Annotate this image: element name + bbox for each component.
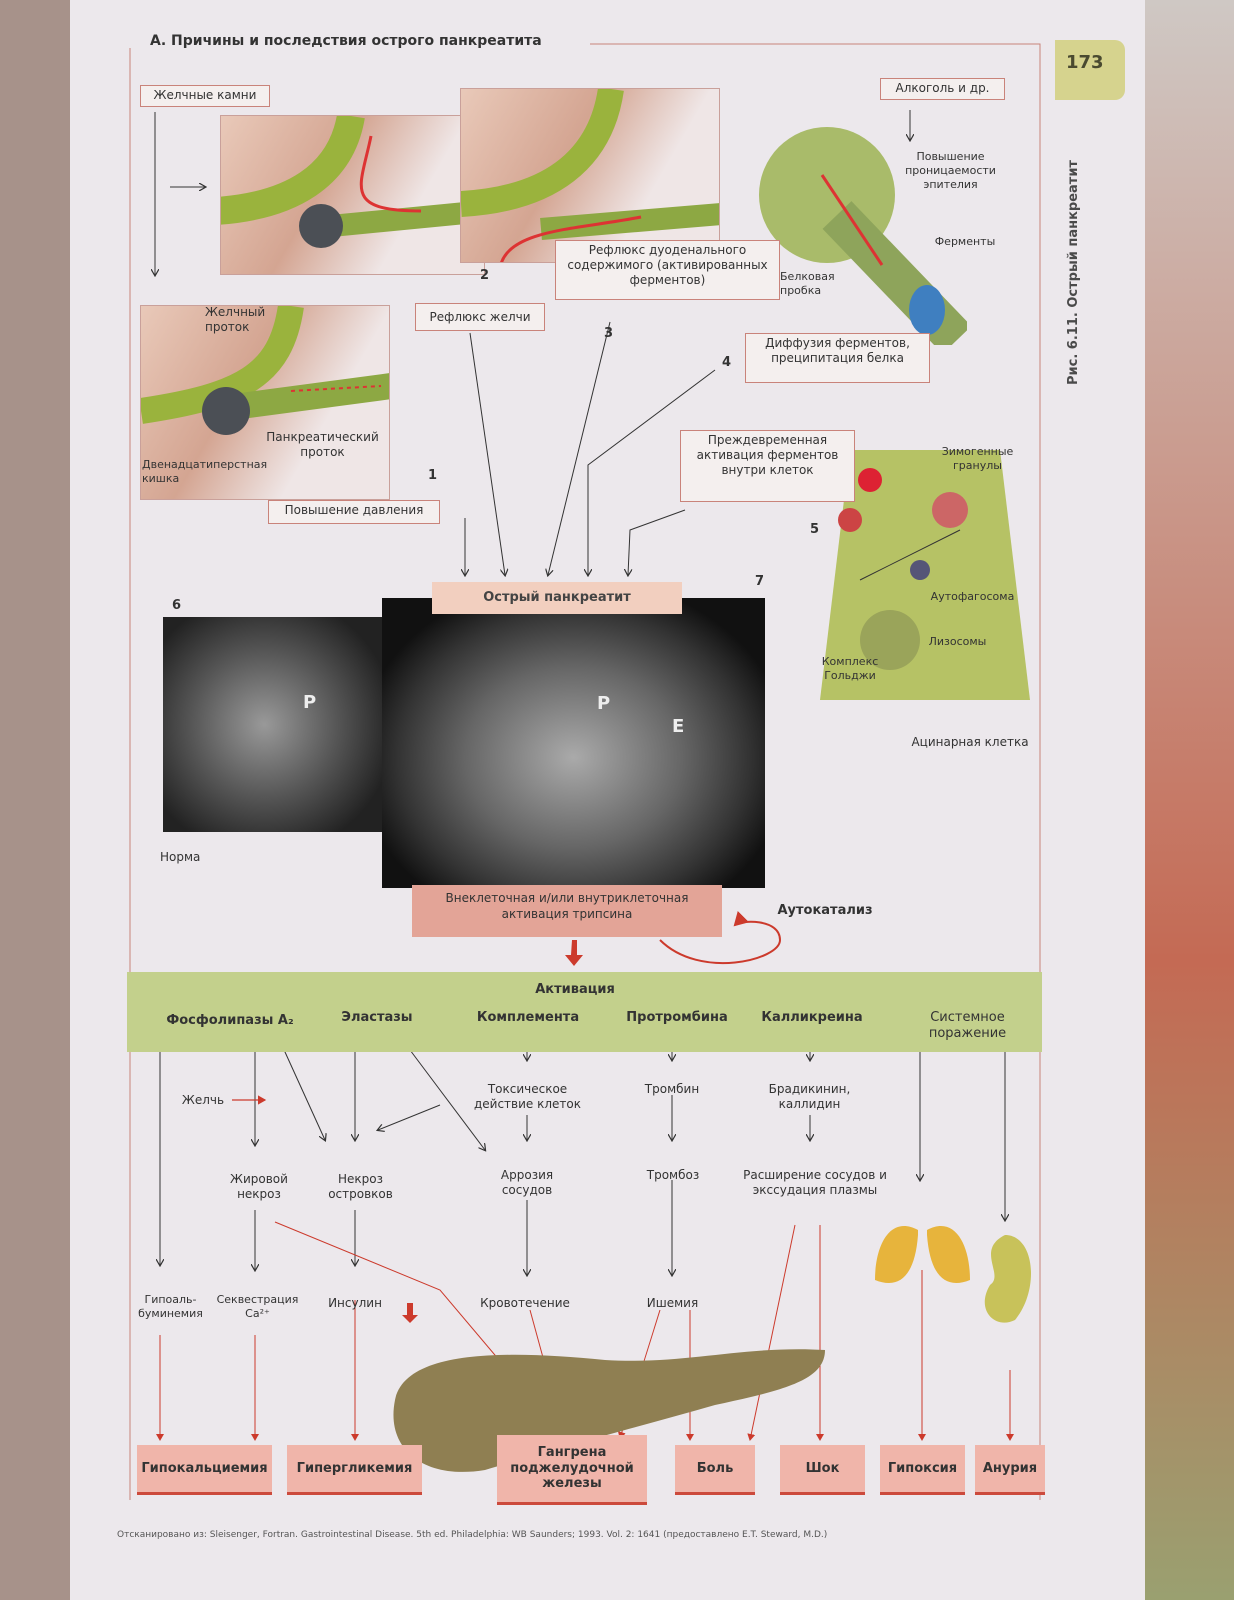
trypsin-activation-node: Внеклеточная и/или внутриклеточная актив… bbox=[412, 885, 722, 937]
kidney-illustration bbox=[970, 1230, 1040, 1330]
panel-title: А. Причины и последствия острого панкреа… bbox=[150, 33, 542, 49]
cause-number: 2 bbox=[480, 268, 490, 283]
label-autophagosome: Аутофагосома bbox=[930, 590, 1015, 603]
mid-bradykinin: Брадикинин, каллидин bbox=[768, 1082, 851, 1111]
acinus-illustration bbox=[752, 115, 967, 345]
ct-label-p: P bbox=[303, 692, 317, 713]
mid-fat-necrosis: Жировой некроз bbox=[230, 1172, 288, 1201]
ct-number-normal: 6 bbox=[172, 598, 182, 613]
ct-number-acute: 7 bbox=[755, 574, 765, 589]
outcome-box: Гипоксия bbox=[880, 1445, 965, 1495]
cause-box: Преждевременная активация ферментов внут… bbox=[680, 430, 855, 502]
outcome-box: Гипергликемия bbox=[287, 1445, 422, 1495]
label-acinar-cell: Ацинарная клетка bbox=[911, 735, 1029, 749]
label-increased-permeability: Повышение проницаемости эпителия bbox=[905, 150, 996, 191]
autocatalysis-loop bbox=[659, 910, 782, 964]
mid-vasodilation: Расширение сосудов и экссудация плазмы bbox=[743, 1168, 887, 1197]
label-duodenum: Двенадцатиперстная кишка bbox=[142, 458, 268, 485]
band-phospholipase: Фосфолипазы A₂ bbox=[166, 1013, 294, 1028]
ct-scan-acute: P E bbox=[382, 598, 765, 888]
outcome-box: Боль bbox=[675, 1445, 755, 1495]
page-number: 173 bbox=[1066, 52, 1104, 73]
label-golgi: Комплекс Гольджи bbox=[821, 655, 879, 682]
band-activation: Активация bbox=[535, 982, 615, 997]
mid-ischemia: Ишемия bbox=[646, 1296, 699, 1310]
mid-bleeding: Кровотечение bbox=[480, 1296, 570, 1310]
band-elastase: Эластазы bbox=[341, 1010, 413, 1025]
insulin-down-arrow bbox=[402, 1303, 418, 1323]
autocatalysis-label: Аутокатализ bbox=[777, 903, 873, 918]
acinar-cell-illustration bbox=[800, 430, 1040, 720]
footnote: Отсканировано из: Sleisenger, Fortran. G… bbox=[117, 1530, 828, 1540]
mid-erosion: Аррозия сосудов bbox=[500, 1168, 554, 1197]
outcome-box: Гангрена поджелудочной железы bbox=[497, 1435, 647, 1505]
duct-illustration-bile-reflux bbox=[460, 88, 720, 263]
lungs-illustration bbox=[870, 1195, 975, 1290]
outcome-box: Гипокальциемия bbox=[137, 1445, 272, 1495]
band-complement: Комплемента bbox=[476, 1010, 580, 1025]
activation-band bbox=[127, 972, 1042, 1052]
label-gallstones: Желчные камни bbox=[140, 85, 270, 107]
label-zymogen-granules: Зимогенные гранулы bbox=[941, 445, 1014, 472]
cause-box: Рефлюкс желчи bbox=[415, 303, 545, 331]
mid-thrombin: Тромбин bbox=[644, 1082, 700, 1096]
label-bile-duct: Желчный проток bbox=[205, 305, 266, 334]
mid-sequestration: Секвестрация Ca²⁺ bbox=[216, 1293, 299, 1320]
mid-insulin: Инсулин bbox=[328, 1296, 382, 1310]
causal-chain bbox=[160, 1029, 1005, 1275]
ct-scan-normal: P bbox=[163, 617, 388, 832]
ct-label-p: P bbox=[597, 693, 611, 714]
outcome-box: Анурия bbox=[975, 1445, 1045, 1495]
label-alcohol: Алкоголь и др. bbox=[880, 78, 1005, 100]
outcome-box: Шок bbox=[780, 1445, 865, 1495]
page-tab bbox=[1055, 40, 1125, 100]
band-systemic: Системное поражение bbox=[928, 1010, 1007, 1042]
duct-illustration-gallstones bbox=[220, 115, 485, 275]
label-pancreatic-duct: Панкреатический проток bbox=[266, 430, 379, 459]
mid-islet-necrosis: Некроз островков bbox=[328, 1172, 393, 1201]
mid-hypoalbuminemia: Гипоаль-буминемия bbox=[138, 1293, 203, 1320]
cause-number: 3 bbox=[604, 326, 614, 341]
band-prothrombin: Протромбина bbox=[626, 1010, 728, 1025]
cause-number: 5 bbox=[810, 522, 820, 537]
central-node-acute-pancreatitis: Острый панкреатит bbox=[432, 582, 682, 614]
label-protein-plug: Белковая пробка bbox=[780, 270, 835, 297]
duct-illustration-pancreatic bbox=[140, 305, 390, 500]
mid-bile: Желчь bbox=[181, 1093, 225, 1107]
cause-box: Рефлюкс дуоденального содержимого (актив… bbox=[555, 240, 780, 300]
label-lysosomes: Лизосомы bbox=[928, 635, 987, 648]
cause-arrows bbox=[155, 110, 910, 575]
cause-box: Повышение давления bbox=[268, 500, 440, 524]
mid-thrombosis: Тромбоз bbox=[646, 1168, 700, 1182]
band-kallikrein: Калликреина bbox=[761, 1010, 863, 1025]
ct-label-e: E bbox=[672, 716, 685, 737]
background-fabric bbox=[1140, 0, 1234, 1600]
label-norm: Норма bbox=[160, 850, 201, 864]
cause-number: 1 bbox=[428, 468, 438, 483]
label-enzymes: Ферменты bbox=[934, 235, 996, 248]
mid-toxic: Токсическое действие клеток bbox=[473, 1082, 581, 1111]
left-page-edge bbox=[0, 0, 70, 1600]
cause-number: 4 bbox=[722, 355, 732, 370]
cause-box: Диффузия ферментов, преципитация белка bbox=[745, 333, 930, 383]
